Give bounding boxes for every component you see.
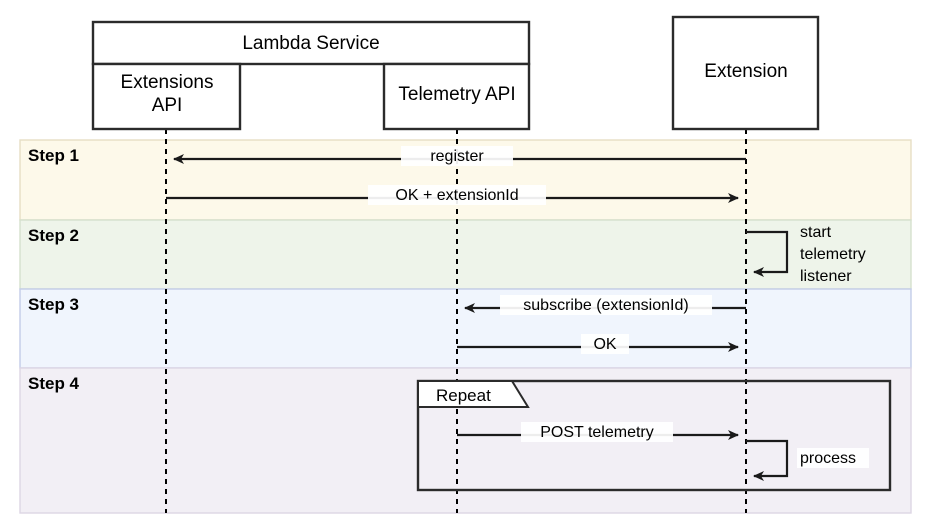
- repeat-fragment-label: Repeat: [436, 386, 491, 405]
- extensions-api-label-2: API: [152, 95, 183, 116]
- self-note-start-telemetry-listener-line-2: telemetry: [800, 246, 866, 263]
- telemetry-api-label: Telemetry API: [398, 84, 515, 105]
- self-note-bg-process: [797, 448, 869, 468]
- step-4-repeat-fragment: Repeat POST telemetry process: [416, 379, 892, 492]
- participant-boxes: Lambda Service Extensions API Telemetry …: [91, 15, 820, 131]
- step-bands: [19, 139, 912, 514]
- message-label-register: register: [430, 148, 484, 165]
- step-label-4: Step 4: [28, 374, 80, 393]
- message-label-subscribe: subscribe (extensionId): [523, 297, 688, 314]
- message-label-bg-subscribe: [500, 295, 712, 315]
- step-label-2: Step 2: [28, 226, 79, 245]
- repeat-fragment-tab: [417, 380, 530, 408]
- step-3-messages: subscribe (extensionId) OK: [457, 295, 746, 354]
- telemetry-api-box[interactable]: [382, 62, 531, 131]
- extension-box[interactable]: [671, 15, 820, 131]
- self-loop-process[interactable]: [746, 439, 789, 481]
- extension-label: Extension: [704, 61, 787, 82]
- self-loop-start-telemetry-listener[interactable]: [746, 230, 789, 277]
- step-label-1: Step 1: [28, 146, 79, 165]
- self-note-start-telemetry-listener-line-1: start: [800, 224, 832, 241]
- extensions-api-box[interactable]: [91, 62, 242, 131]
- message-label-bg-post-telemetry: [521, 422, 673, 442]
- extensions-api-label: Extensions: [121, 72, 214, 93]
- step-labels: Step 1 Step 2 Step 3 Step 4: [28, 146, 80, 393]
- message-label-bg-register: [401, 146, 513, 166]
- step-band-3: [19, 288, 912, 369]
- lambda-service-box[interactable]: [91, 20, 531, 66]
- step-band-2: [19, 219, 912, 290]
- self-note-process: process: [800, 450, 856, 467]
- lambda-service-label: Lambda Service: [242, 33, 379, 54]
- step-1-messages: register OK + extensionId: [166, 146, 746, 205]
- self-note-start-telemetry-listener-line-3: listener: [800, 268, 852, 285]
- repeat-fragment-box[interactable]: [416, 379, 892, 492]
- message-label-ok-extensionid: OK + extensionId: [395, 187, 518, 204]
- message-label-bg-ok-extensionid: [368, 185, 546, 205]
- message-label-bg-ok: [581, 334, 629, 354]
- step-label-3: Step 3: [28, 295, 79, 314]
- message-label-post-telemetry: POST telemetry: [540, 424, 654, 441]
- message-label-ok: OK: [593, 336, 616, 353]
- step-2-self-message: start telemetry listener: [746, 224, 866, 285]
